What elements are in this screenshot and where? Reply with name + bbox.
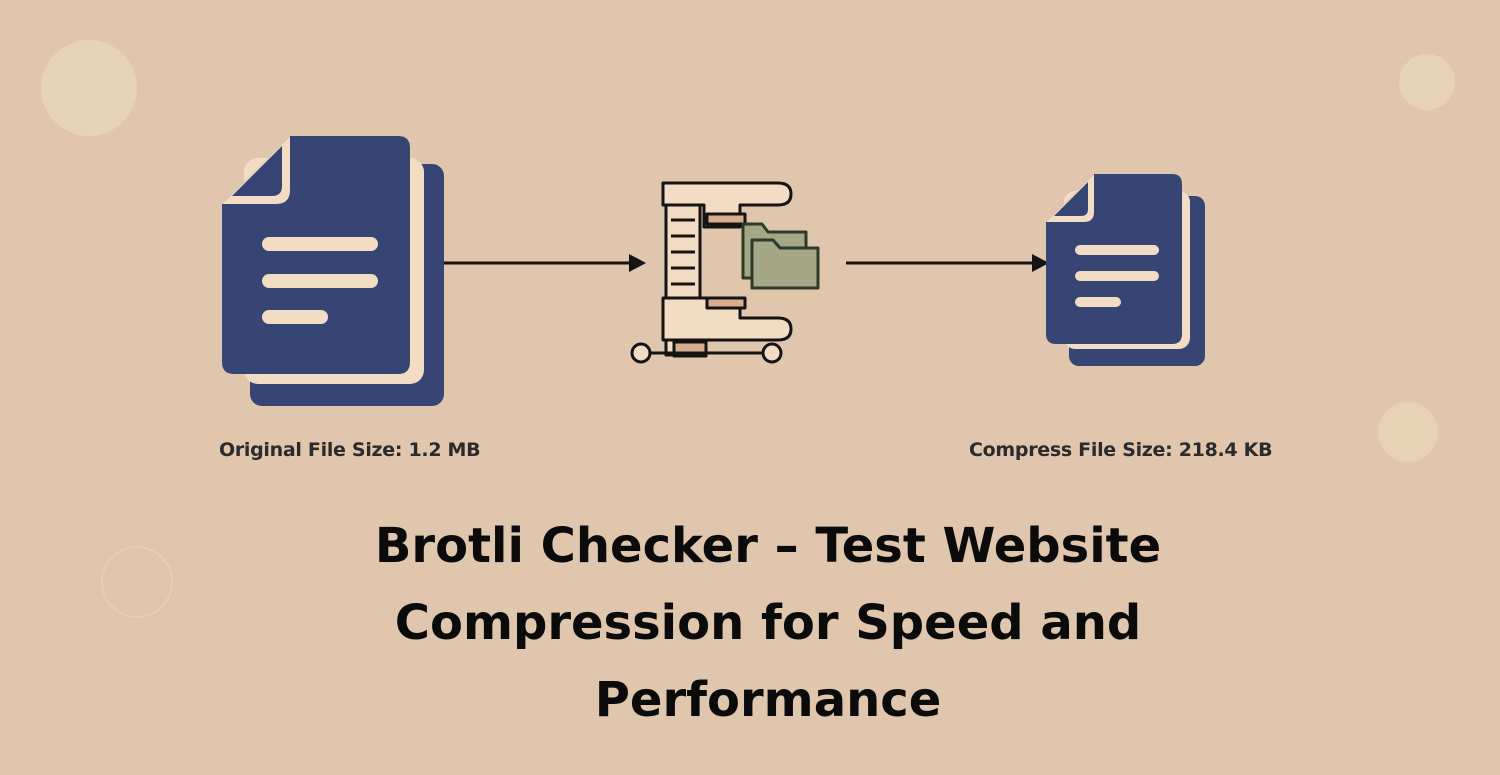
compressed-file-size-label: Compress File Size: 218.4 KB: [969, 439, 1273, 461]
page-title: Brotli Checker – Test Website Compressio…: [374, 518, 1162, 728]
document-stack-icon: [1046, 174, 1205, 366]
decor-ring-bottom-left: [101, 546, 173, 618]
arrow-right-icon: [846, 254, 1049, 272]
original-file-size-label: Original File Size: 1.2 MB: [219, 439, 481, 461]
arrow-right-icon: [444, 254, 646, 272]
clamp-compress-icon: [630, 181, 793, 364]
decor-circle-top-right: [1399, 54, 1455, 110]
document-stack-icon: [222, 136, 444, 406]
decor-circle-mid-right: [1378, 402, 1438, 462]
decor-circle-top-left: [41, 40, 137, 136]
folder-icon: [741, 222, 820, 290]
